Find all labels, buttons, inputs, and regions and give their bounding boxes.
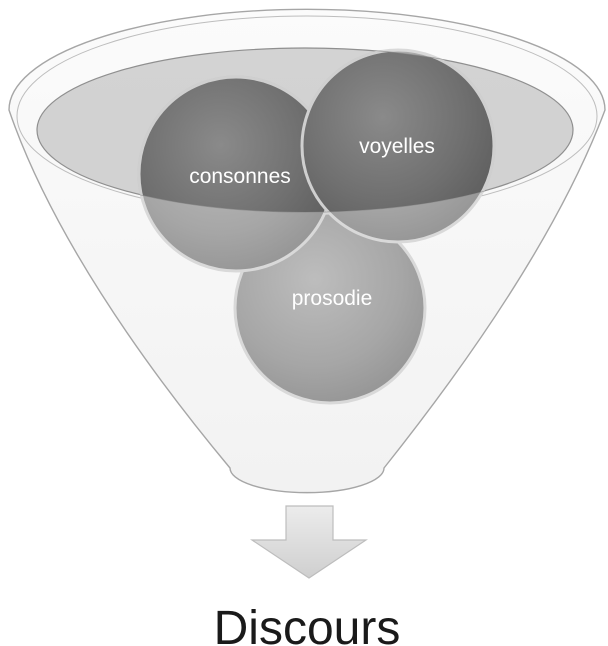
label-voyelles: voyelles: [359, 135, 435, 158]
result-label: Discours: [214, 602, 401, 646]
label-consonnes: consonnes: [189, 165, 291, 188]
down-arrow-icon: [250, 505, 368, 579]
label-prosodie: prosodie: [292, 287, 373, 310]
